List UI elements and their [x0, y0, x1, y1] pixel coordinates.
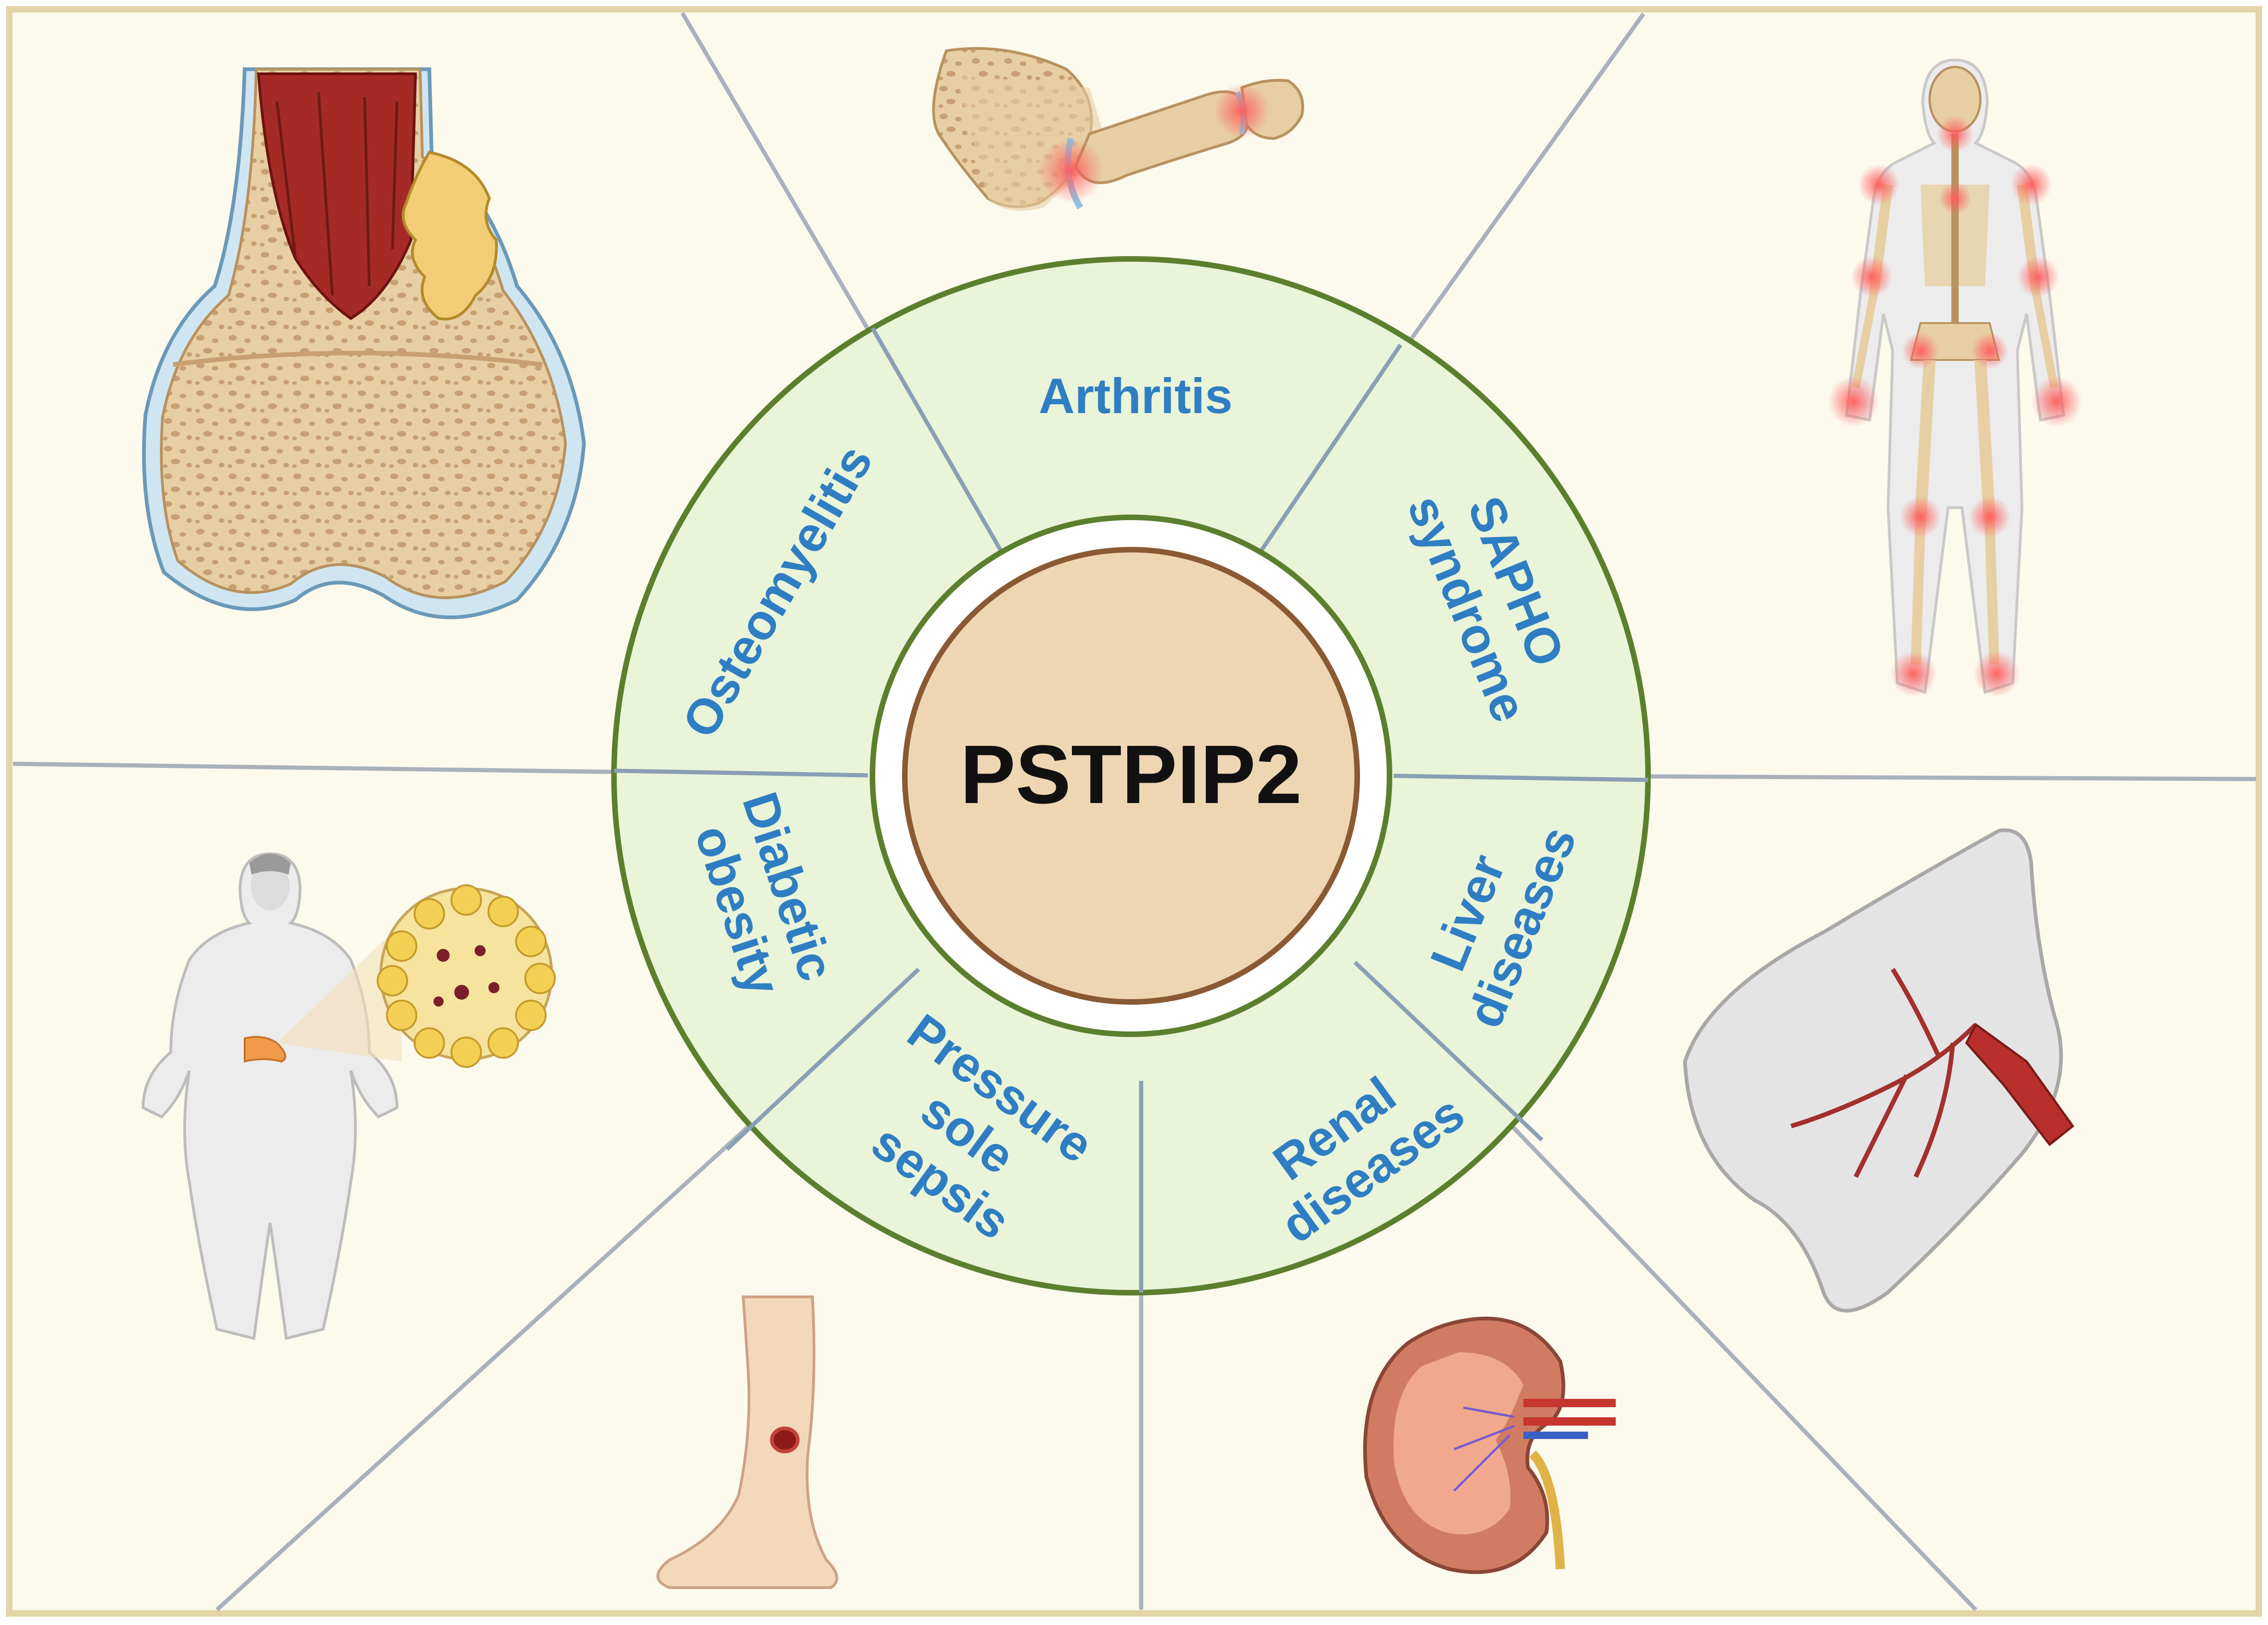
center-label: PSTPIP2: [960, 728, 1302, 821]
segment-dividers: [614, 327, 1648, 1293]
liver-icon: [1683, 828, 2075, 1313]
kidney-icon: [1363, 1317, 1616, 1574]
label-arthritis: Arthritis: [1039, 368, 1233, 424]
finger-joint-icon: [932, 47, 1304, 211]
center-node: [902, 547, 1360, 1005]
skeleton-inflamed-joints-icon: [1828, 58, 2082, 697]
leg-ulcer-icon: [656, 1295, 838, 1589]
bone-cross-section-icon: [142, 67, 586, 619]
obese-body-adipose-icon: [141, 852, 556, 1340]
